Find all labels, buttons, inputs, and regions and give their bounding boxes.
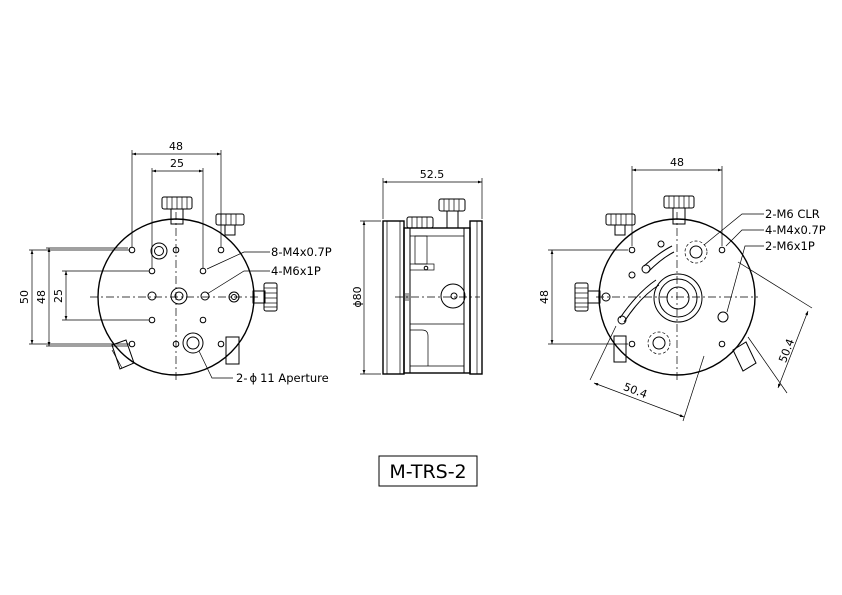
top-adjuster-knob	[161, 196, 193, 225]
side-view	[360, 178, 483, 375]
front-dim-width-25: 25	[170, 157, 184, 170]
aperture-diameter-symbol: ϕ	[249, 371, 257, 385]
front-dim-height-25: 25	[52, 289, 65, 303]
side-dim-depth: 52.5	[420, 168, 445, 181]
front-dim-height-50: 50	[18, 290, 31, 304]
tilt-knob-bottom-right	[225, 336, 240, 365]
locking-knob	[215, 213, 245, 236]
front-dim-width-48: 48	[169, 140, 183, 153]
callout-m4-thread-front: 8-M4x0.7P	[271, 245, 332, 259]
side-dim-diameter: ϕ80	[351, 286, 364, 307]
callout-m6-thread-rear: 2-M6x1P	[765, 239, 815, 253]
rear-dim-diag-left: 50.4	[621, 380, 649, 401]
side-top-knob-left	[406, 216, 434, 229]
rear-side-knob	[574, 282, 601, 312]
front-dim-height-48: 48	[35, 290, 48, 304]
side-top-knob-right	[438, 198, 466, 229]
aperture-value: 11 Aperture	[260, 371, 329, 385]
front-holes	[128, 242, 240, 354]
side-diameter-value: 80	[351, 286, 364, 300]
model-label-box: M-TRS-2	[378, 455, 478, 487]
side-diameter-symbol: ϕ	[351, 300, 364, 307]
rear-upper-knob	[605, 213, 636, 236]
model-label: M-TRS-2	[389, 461, 466, 483]
callout-m6-thread-front: 4-M6x1P	[271, 264, 321, 278]
front-view	[29, 150, 278, 382]
aperture-prefix: 2-	[236, 371, 247, 385]
callout-m6-clearance: 2-M6 CLR	[765, 207, 820, 221]
rear-dim-diag-right: 50.4	[776, 337, 797, 365]
callout-m4-thread-rear: 4-M4x0.7P	[765, 223, 826, 237]
rear-dim-height-48: 48	[538, 290, 551, 304]
rear-view	[548, 166, 813, 422]
rear-top-knob	[663, 195, 695, 225]
rear-dim-width-48: 48	[670, 156, 684, 169]
